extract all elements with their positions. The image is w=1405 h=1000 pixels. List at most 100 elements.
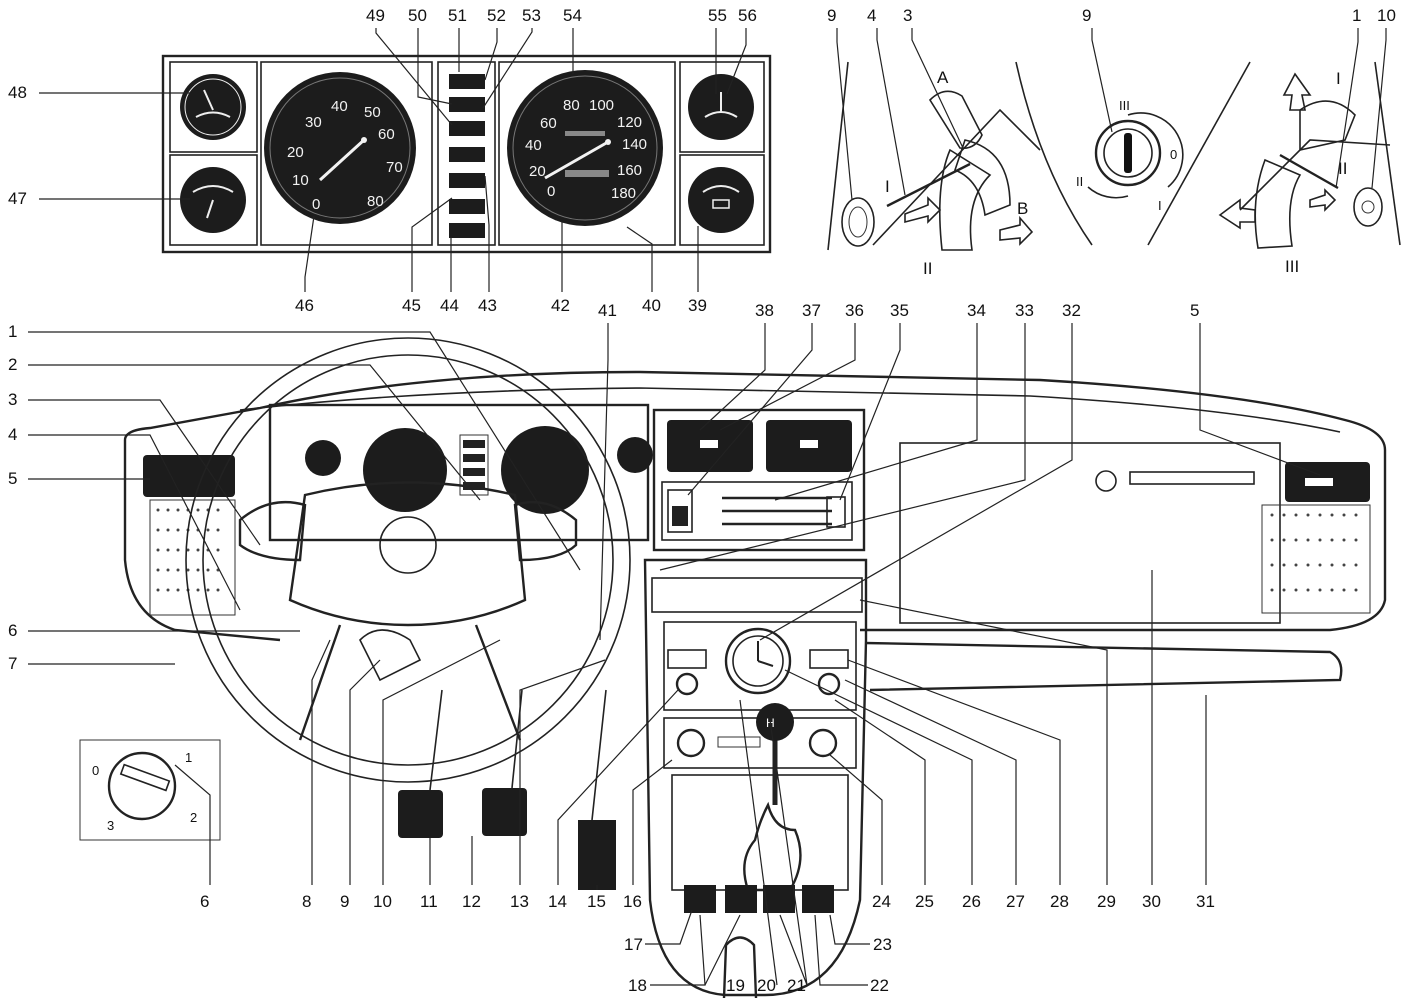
stalk-position-A: A [937,68,949,87]
wiper-stalk-inset: 1 10 I II III [1147,6,1401,276]
speedo-scale-40: 40 [525,137,542,154]
cluster-callouts: 49 50 51 52 53 54 55 56 48 47 46 45 44 4… [8,6,757,315]
stalk-callout-9: 9 [827,6,836,25]
callout-53: 53 [522,6,541,25]
stalk-callout-4: 4 [867,6,876,25]
callout-49: 49 [366,6,385,25]
dash-callout-32: 32 [1062,301,1081,320]
dash-callout-20: 20 [757,976,776,995]
callout-52: 52 [487,6,506,25]
stalk-right-callout-10: 10 [1377,6,1396,25]
dash-callout-11: 11 [420,892,438,911]
callout-51: 51 [448,6,467,25]
ignition-switch-inset: 9 III 0 I II [1076,6,1184,213]
tach-scale-30: 30 [305,114,322,131]
callout-54: 54 [563,6,582,25]
dashboard-top-callouts: 41 38 37 36 35 34 33 32 5 [598,301,1321,641]
dash-callout-10: 10 [373,892,392,911]
callout-43: 43 [478,296,497,315]
dash-callout-8: 8 [302,892,311,911]
dash-callout-6: 6 [8,621,17,640]
dash-callout-26: 26 [962,892,981,911]
speedo-scale-80: 80 [563,97,580,114]
tach-scale-50: 50 [364,104,381,121]
stalk-right-callout-1: 1 [1352,6,1361,25]
dashboard-left-callouts: 1 2 3 4 5 6 7 [8,322,581,673]
callout-46: 46 [295,296,314,315]
dash-callout-19: 19 [726,976,745,995]
stalk-position-I: I [885,177,890,196]
lock-position-1: 1 [185,750,192,765]
dash-callout-24: 24 [872,892,891,911]
dash-callout-37: 37 [802,301,821,320]
dash-callout-15: 15 [587,892,606,911]
dash-callout-38: 38 [755,301,774,320]
dash-callout-29: 29 [1097,892,1116,911]
dash-callout-6-bottom: 6 [200,892,209,911]
steering-wheel [185,337,631,783]
speedo-scale-120: 120 [617,114,642,131]
callout-48: 48 [8,83,27,102]
dash-callout-9: 9 [340,892,349,911]
ignition-position-III: III [1119,98,1130,113]
wiper-position-I: I [1336,69,1341,88]
tach-scale-0: 0 [312,196,320,213]
dash-callout-3: 3 [8,390,17,409]
dash-callout-23: 23 [873,935,892,954]
dash-callout-34: 34 [967,301,986,320]
callout-47: 47 [8,189,27,208]
dash-callout-21: 21 [787,976,806,995]
turn-signal-stalk-inset: 9 4 3 A B I II [827,6,1093,278]
gear-knob [756,703,794,741]
callout-39: 39 [688,296,707,315]
stalk-position-II: II [923,259,932,278]
lock-position-0: 0 [92,763,99,778]
callout-55: 55 [708,6,727,25]
dash-callout-16: 16 [623,892,642,911]
speedo-scale-160: 160 [617,162,642,179]
dash-callout-14: 14 [548,892,567,911]
speedometer: 0 20 40 60 80 100 120 140 160 180 [507,70,663,226]
lock-position-2: 2 [190,810,197,825]
lock-inset: 0 1 2 3 [79,739,221,841]
speedo-scale-100: 100 [589,97,614,114]
ignition-position-I: I [1158,198,1162,213]
dash-callout-5: 5 [8,469,17,488]
ignition-callout-9: 9 [1082,6,1091,25]
dash-callout-27: 27 [1006,892,1025,911]
callout-42: 42 [551,296,570,315]
dash-callout-31: 31 [1196,892,1215,911]
stalk-position-B: B [1017,199,1028,218]
callout-40: 40 [642,296,661,315]
callout-50: 50 [408,6,427,25]
dash-callout-7: 7 [8,654,17,673]
dash-callout-13: 13 [510,892,529,911]
wiper-position-II: II [1338,159,1347,178]
dash-callout-18: 18 [628,976,647,995]
tach-scale-10: 10 [292,172,309,189]
tach-scale-40: 40 [331,98,348,115]
speedo-scale-0: 0 [547,183,555,200]
warning-lights [449,74,485,238]
tach-scale-20: 20 [287,144,304,161]
instrument-cluster: 0 10 20 30 40 50 60 70 80 0 [161,54,772,254]
dash-callout-33: 33 [1015,301,1034,320]
dash-callout-5-right: 5 [1190,301,1199,320]
console-callouts: 17 18 19 20 21 22 23 [624,699,892,995]
callout-45: 45 [402,296,421,315]
dash-callout-36: 36 [845,301,864,320]
dash-callout-17: 17 [624,935,643,954]
dash-callout-4: 4 [8,425,17,444]
speedo-scale-60: 60 [540,115,557,132]
dash-callout-35: 35 [890,301,909,320]
stalk-callout-3: 3 [903,6,912,25]
dash-callout-2: 2 [8,355,17,374]
fuel-gauge [180,74,246,140]
tach-scale-60: 60 [378,126,395,143]
dashboard-bottom-callouts: 6 8 9 10 11 12 13 14 15 16 24 25 26 27 2… [174,570,1215,911]
speedo-scale-140: 140 [622,136,647,153]
speedo-scale-20: 20 [529,163,546,180]
dash-callout-28: 28 [1050,892,1069,911]
callout-44: 44 [440,296,459,315]
